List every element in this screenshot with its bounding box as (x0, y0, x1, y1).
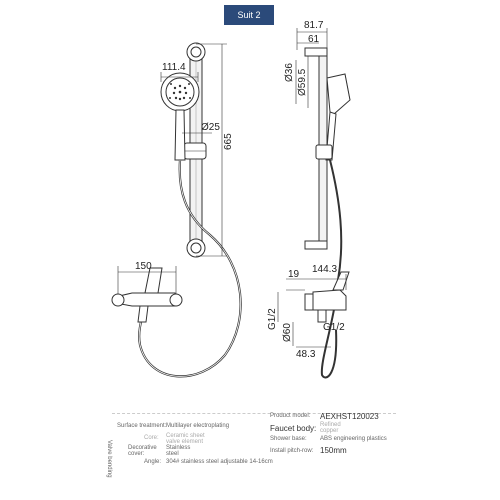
dim-g-half-right: G1/2 (323, 322, 345, 333)
model-label: Product model: (270, 413, 311, 419)
mixer-outlet (137, 305, 149, 323)
dim-144-3: 144.3 (312, 264, 337, 275)
dim-111-4: 111.4 (162, 62, 186, 73)
side-view: 81.7 61 Ø36 Ø59.5 19 144.3 G1/2 Ø60 G1/2… (267, 20, 351, 379)
surface-value: Multilayer electroplating (166, 423, 230, 429)
mixer-lever (144, 267, 163, 294)
dim-665: 665 (223, 133, 234, 150)
angle-value: 304# stainless steel adjustable 14-16cm (166, 459, 273, 465)
front-view: 111.4 Ø25 665 150 (111, 42, 242, 378)
pitch-label: Install pitch-row: (270, 448, 314, 454)
dim-19: 19 (288, 269, 300, 280)
body-value-2: copper (320, 428, 339, 434)
shower-handle (174, 109, 186, 161)
base-label: Shower base: (270, 436, 307, 442)
valve-bending-label: Valve bending (106, 440, 112, 478)
deco-label-1: Decorative (128, 445, 157, 451)
dim-diameter-59-5: Ø59.5 (297, 68, 308, 96)
deco-value-1: Stainless (166, 445, 191, 451)
deco-value-2: steel (166, 451, 179, 457)
dim-150: 150 (135, 261, 152, 272)
side-hose (320, 159, 343, 379)
deco-label-2: cover: (128, 451, 145, 457)
pitch-value: 150mm (320, 446, 347, 455)
core-value-1: Ceramic sheet (166, 433, 205, 439)
model-value: AEXHST120023 (320, 412, 379, 421)
dim-g-half-left: G1/2 (267, 308, 278, 330)
base-value: ABS engineering plastics (320, 436, 387, 442)
suit-badge: Suit 2 (224, 5, 274, 25)
shower-head-side (326, 73, 351, 115)
dim-diameter-25: Ø25 (201, 122, 220, 133)
spec-divider (112, 413, 396, 414)
dim-diameter-36: Ø36 (284, 63, 295, 82)
core-value-2: valve element (166, 439, 204, 445)
dim-diameter-60: Ø60 (282, 323, 293, 342)
surface-label: Surface treatment: (117, 423, 167, 429)
core-label: Core: (144, 435, 159, 441)
angle-label: Angle: (144, 459, 162, 465)
dim-48-3: 48.3 (296, 349, 316, 360)
mixer-side (312, 289, 347, 311)
body-value-1: Refined (320, 422, 341, 428)
wall-flange-side (304, 293, 314, 311)
spray-nozzles (169, 83, 191, 101)
dim-81-7: 81.7 (304, 20, 324, 31)
body-label: Faucet body: (270, 424, 317, 433)
dim-61: 61 (308, 34, 320, 45)
